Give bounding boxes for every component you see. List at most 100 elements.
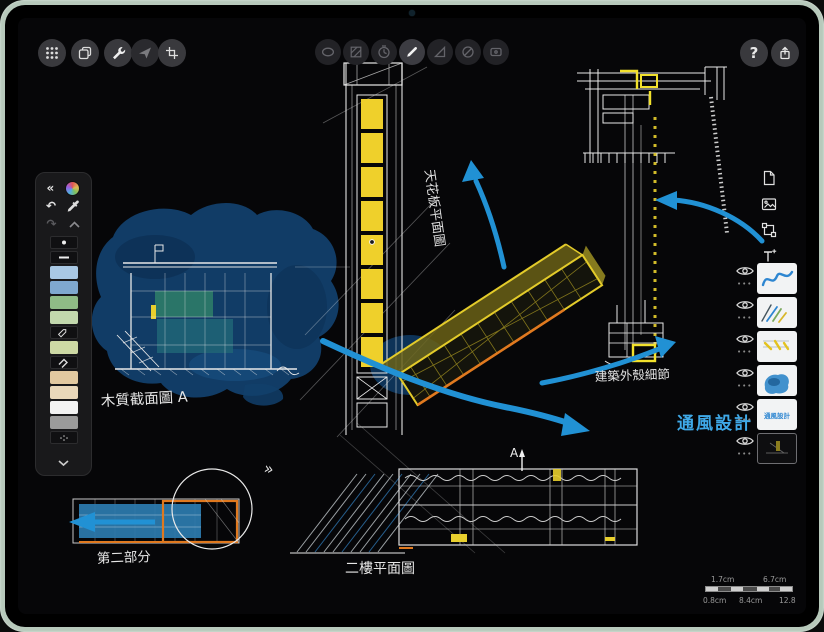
flat-brush-swatch[interactable] — [49, 251, 78, 264]
layer-thumbnail-selected[interactable] — [757, 433, 797, 464]
send-plane-button[interactable] — [131, 39, 159, 67]
frame-crop-button[interactable] — [158, 39, 186, 67]
scale-indicator: 1.7cm 6.7cm 0.8cm 8.4cm 12.8 — [699, 575, 799, 605]
layer-thumbnail[interactable]: 通風設計 — [757, 399, 797, 430]
timer-tool-button[interactable] — [371, 39, 397, 65]
drawing-canvas[interactable]: 木質截面圖 A 天花板平面圖 建築外殼細節 通風設計 第二部分 二樓平面圖 A … — [18, 18, 806, 614]
fountain-pen-icon — [57, 328, 66, 337]
ipad-bezel: 木質截面圖 A 天花板平面圖 建築外殼細節 通風設計 第二部分 二樓平面圖 A … — [5, 5, 819, 627]
layer-thumbnail[interactable] — [757, 263, 797, 294]
floor-plan-sketch — [290, 449, 638, 554]
flow-arrow-left — [670, 197, 765, 244]
layer-visibility-toggle[interactable] — [735, 332, 755, 346]
share-button[interactable] — [771, 39, 799, 67]
wall-detail-sketch — [604, 300, 664, 366]
share-icon — [780, 46, 790, 60]
set-square-tool-button[interactable] — [427, 39, 453, 65]
marker-pen-icon — [58, 358, 68, 368]
new-page-button[interactable] — [757, 167, 781, 189]
layer-menu-button[interactable]: ••• — [737, 314, 753, 322]
hatch-fill-tool-button[interactable] — [343, 39, 369, 65]
layer-menu-button[interactable]: ••• — [737, 450, 753, 458]
scale-value: 8.4cm — [739, 596, 763, 605]
layer-menu-button[interactable]: ••• — [737, 416, 753, 424]
color-wheel-icon[interactable] — [65, 180, 81, 196]
eraser-tool-icon — [462, 46, 474, 58]
label-ventilation: 通風設計 — [677, 413, 753, 434]
undo-button[interactable]: ↶ — [45, 199, 57, 213]
flow-arrow-sweep — [320, 338, 574, 427]
wood-section-sketch — [115, 244, 300, 376]
text-tool-button[interactable] — [757, 245, 781, 267]
ellipse-tool-button[interactable] — [315, 39, 341, 65]
grid-dots-button[interactable] — [38, 39, 66, 67]
ellipse-tool-icon — [321, 47, 335, 57]
color-swatch[interactable] — [49, 311, 78, 324]
color-swatch[interactable] — [49, 266, 78, 279]
transform-button[interactable] — [757, 219, 781, 241]
eyedropper-icon[interactable] — [66, 199, 81, 214]
color-swatch[interactable] — [49, 371, 78, 384]
color-swatch[interactable] — [49, 341, 78, 354]
color-swatch[interactable] — [49, 416, 78, 429]
part-two-sketch — [69, 468, 253, 550]
airbrush-swatch[interactable] — [49, 431, 78, 444]
app-screen: 木質截面圖 A 天花板平面圖 建築外殼細節 通風設計 第二部分 二樓平面圖 A … — [18, 18, 806, 614]
hatch-fill-tool-icon — [350, 46, 362, 58]
help-button[interactable]: ? — [740, 39, 768, 67]
airbrush-icon — [59, 434, 68, 441]
scale-ruler — [705, 586, 793, 592]
pencil-tool-button[interactable] — [399, 39, 425, 65]
fountain-pen-swatch[interactable] — [49, 326, 78, 339]
transform-icon — [761, 222, 777, 238]
front-camera — [409, 10, 415, 16]
label-ceiling-plan: 天花板平面圖 — [421, 168, 448, 247]
swatch-column — [41, 236, 86, 446]
color-swatch[interactable] — [49, 386, 78, 399]
flow-arrows — [320, 160, 765, 436]
layer-visibility-toggle[interactable] — [735, 434, 755, 448]
wrench-button[interactable] — [104, 39, 132, 67]
label-marker-a: A — [510, 446, 519, 460]
help-label: ? — [749, 44, 759, 62]
eraser-tool-button[interactable] — [455, 39, 481, 65]
new-page-icon — [763, 170, 775, 186]
label-shell-detail: 建築外殼細節 — [595, 366, 670, 384]
layer-thumbnail[interactable] — [757, 365, 797, 396]
layer-thumbnail[interactable] — [757, 297, 797, 328]
layer-visibility-toggle[interactable] — [735, 298, 755, 312]
caret-up-icon[interactable] — [68, 220, 81, 229]
layer-visibility-toggle[interactable] — [735, 366, 755, 380]
marker-pen-swatch[interactable] — [49, 356, 78, 369]
color-swatch[interactable] — [49, 281, 78, 294]
pencil-tool-icon — [407, 47, 417, 57]
dot-brush-swatch[interactable] — [49, 236, 78, 249]
collapse-panel-button[interactable]: « — [46, 181, 55, 195]
layer-menu-button[interactable]: ••• — [737, 348, 753, 356]
flow-arrow-up — [473, 178, 507, 270]
label-floor-plan: 二樓平面圖 — [345, 561, 415, 577]
duplicate-icon — [78, 46, 92, 60]
layer-menu-button[interactable]: ••• — [737, 280, 753, 288]
layer-thumbnail[interactable] — [757, 331, 797, 362]
layer-visibility-toggle[interactable] — [735, 400, 755, 414]
capture-tool-button[interactable] — [483, 39, 509, 65]
import-image-button[interactable] — [757, 193, 781, 215]
frame-crop-icon — [166, 47, 178, 59]
duplicate-button[interactable] — [71, 39, 99, 67]
redo-button[interactable]: ↷ — [46, 217, 57, 231]
scale-value: 12.8 — [779, 596, 796, 605]
tool-palette: « ↶ ↷ — [35, 172, 92, 476]
import-image-icon — [761, 198, 777, 211]
label-part-two: 第二部分 — [97, 548, 152, 567]
wrench-icon — [113, 47, 126, 60]
color-swatch[interactable] — [49, 401, 78, 414]
layer-text-preview: 通風設計 — [764, 411, 790, 420]
scale-value: 6.7cm — [763, 575, 787, 584]
scale-value: 1.7cm — [711, 575, 735, 584]
chevron-down-icon[interactable] — [57, 459, 70, 467]
layer-visibility-toggle[interactable] — [735, 264, 755, 278]
layer-menu-button[interactable]: ••• — [737, 382, 753, 390]
color-swatch[interactable] — [49, 296, 78, 309]
